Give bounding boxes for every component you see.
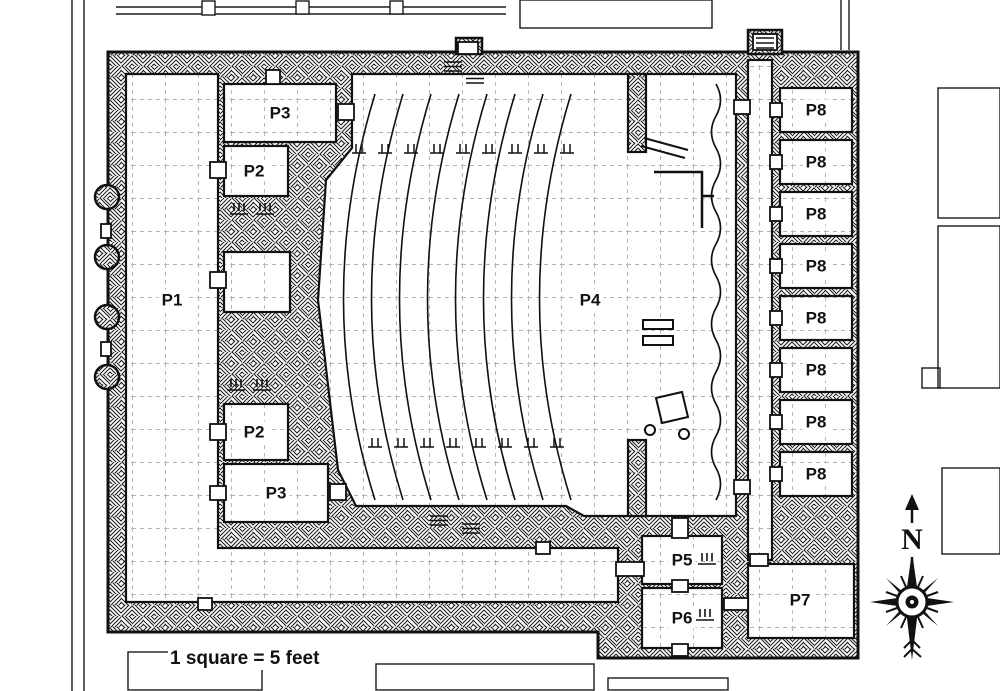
room-label-p6: P6 [668, 607, 696, 629]
seating-rows [342, 93, 574, 501]
room-label-p8-6: P8 [802, 359, 830, 381]
seat-ticks-top [352, 144, 574, 154]
hall-p4-floor [316, 72, 738, 518]
east-corridor-floor [746, 58, 774, 562]
room-label-p8-8: P8 [802, 463, 830, 485]
room-label-p8-1: P8 [802, 99, 830, 121]
compass-rose-icon [870, 494, 954, 660]
room-label-p1: P1 [158, 289, 186, 311]
alcove-floor [222, 250, 292, 314]
room-label-p8-5: P8 [802, 307, 830, 329]
room-label-p3-upper: P3 [266, 102, 294, 124]
stage-furniture [640, 137, 714, 440]
scale-note: 1 square = 5 feet [168, 648, 322, 670]
floor-areas [124, 58, 856, 650]
stage-squiggle [710, 83, 722, 501]
compass-north-label: N [899, 523, 925, 557]
wall-marks [227, 61, 716, 621]
room-label-p5: P5 [668, 549, 696, 571]
wall-pillars [626, 72, 648, 518]
room-label-p3-lower: P3 [262, 482, 290, 504]
seat-ticks-bottom [368, 438, 564, 448]
surrounding-buildings [71, 0, 1000, 691]
arrow-slit-marks [227, 203, 716, 621]
room-label-p2-lower: P2 [240, 421, 268, 443]
room-label-p2-upper: P2 [240, 160, 268, 182]
room-p1-floor [124, 72, 620, 604]
street-lines [71, 0, 85, 691]
room-label-p8-7: P8 [802, 411, 830, 433]
entrance-ladder-rungs [756, 37, 774, 49]
room-label-p4: P4 [576, 289, 604, 311]
room-label-p8-2: P8 [802, 151, 830, 173]
room-label-p7: P7 [786, 589, 814, 611]
stair-marks [430, 61, 484, 534]
doors [100, 33, 783, 657]
room-label-p8-4: P8 [802, 255, 830, 277]
room-label-p8-3: P8 [802, 203, 830, 225]
